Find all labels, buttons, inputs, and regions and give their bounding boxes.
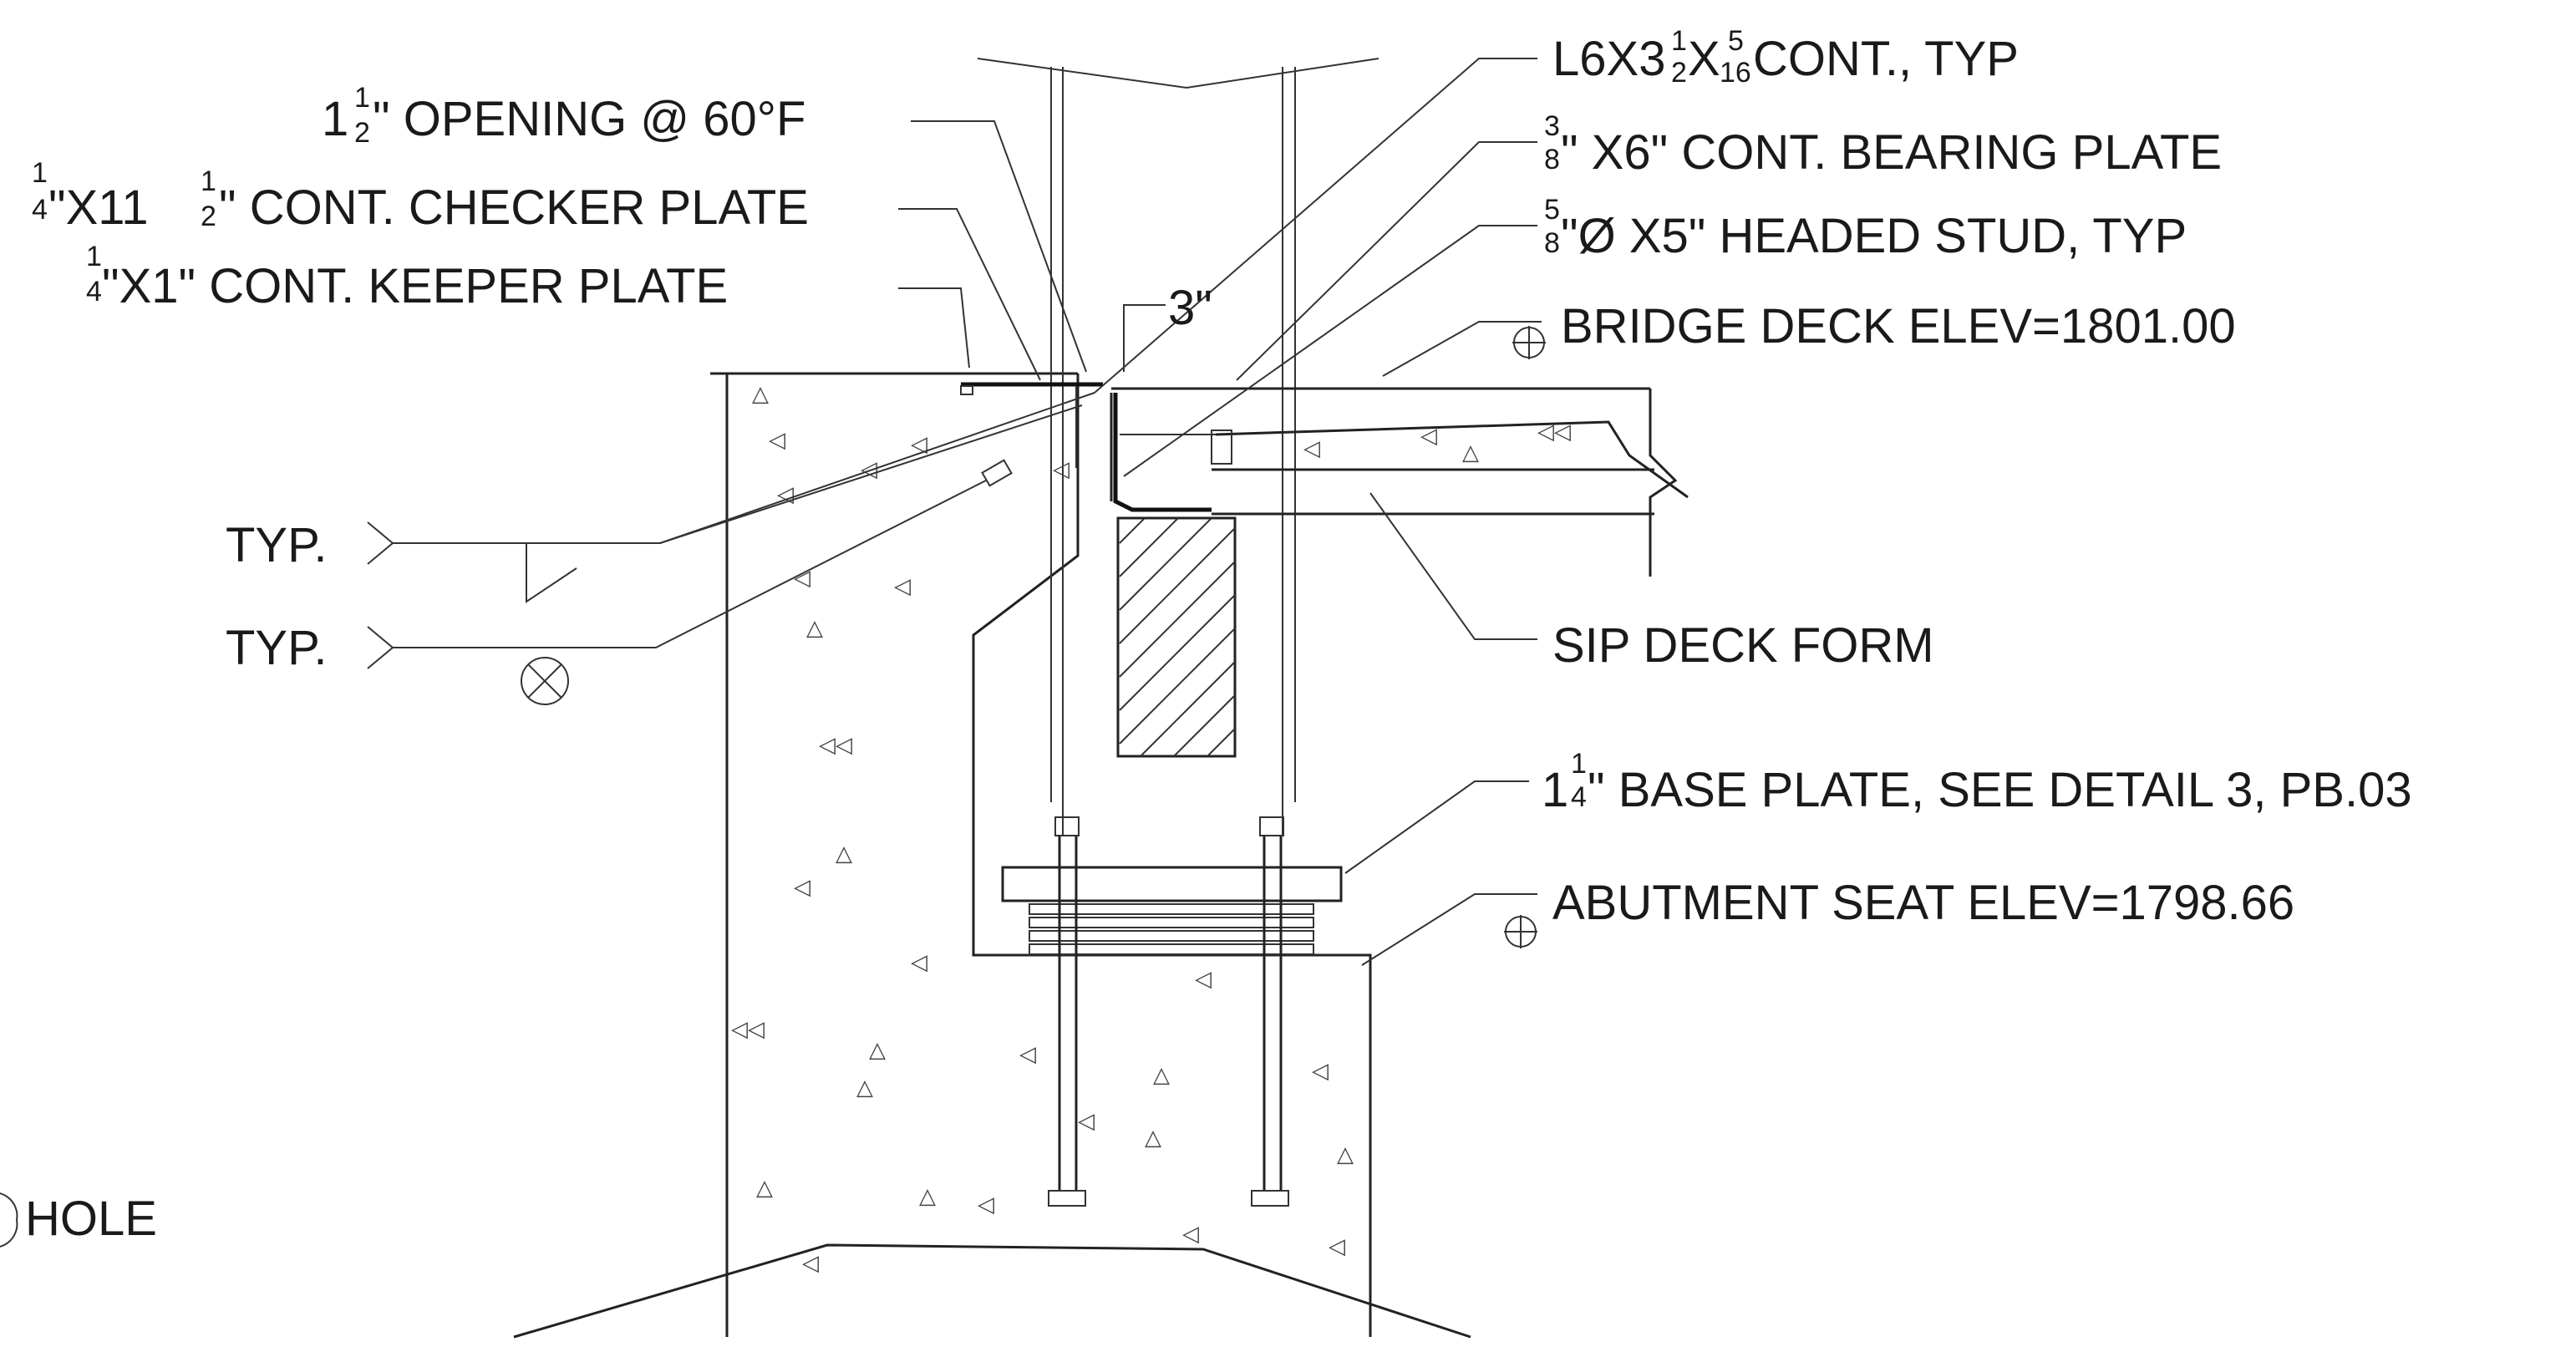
svg-text:△: △ — [756, 1176, 773, 1201]
joint-seal-hatch — [1116, 516, 1237, 758]
keeper-text: "X1" CONT. KEEPER PLATE — [102, 259, 728, 313]
opening-frac-den: 2 — [354, 117, 370, 149]
svg-text:◁: ◁ — [1420, 424, 1437, 449]
base-frac-num: 1 — [1571, 748, 1587, 780]
angle-f2-den: 16 — [1720, 57, 1751, 89]
keeper-frac-den: 4 — [86, 276, 102, 308]
svg-text:◁: ◁ — [769, 428, 785, 453]
bearing-frac-den: 8 — [1544, 144, 1560, 175]
checker-frac-den: 4 — [32, 194, 48, 226]
svg-text:△: △ — [836, 841, 852, 867]
base-frac-den: 4 — [1571, 781, 1587, 813]
hole-callout: HOLE — [0, 1192, 157, 1248]
abutment-seat-elev-label: ABUTMENT SEAT ELEV=1798.66 — [1552, 876, 2294, 930]
base-plate-text: " BASE PLATE, SEE DETAIL 3, PB.03 — [1588, 763, 2412, 817]
stud-frac-num: 5 — [1544, 194, 1560, 226]
svg-text:△: △ — [1337, 1142, 1354, 1167]
opening-text: " OPENING @ 60°F — [373, 92, 805, 146]
svg-text:△: △ — [919, 1184, 936, 1209]
abutment-wall — [513, 372, 1471, 1339]
svg-text:◁: ◁ — [1195, 967, 1212, 992]
svg-text:◁: ◁ — [794, 875, 810, 900]
base-whole: 1 — [1542, 763, 1568, 817]
svg-text:△: △ — [752, 382, 769, 407]
svg-text:◁: ◁ — [894, 574, 911, 599]
stud-frac-den: 8 — [1544, 227, 1560, 259]
typ-label-2: TYP. — [226, 621, 327, 675]
angle-and-studs — [1113, 393, 1232, 512]
svg-text:◁: ◁ — [794, 566, 810, 591]
svg-text:△: △ — [1145, 1126, 1161, 1151]
angle-f2-num: 5 — [1728, 25, 1744, 57]
opening-frac-num: 1 — [354, 82, 370, 114]
svg-text:△: △ — [869, 1038, 886, 1063]
angle-text-rest: CONT., TYP — [1753, 32, 2019, 86]
callout-bearing-plate: 3 8 " X6" CONT. BEARING PLATE — [1544, 110, 2222, 180]
svg-text:◁: ◁ — [911, 432, 927, 457]
bearing-text: " X6" CONT. BEARING PLATE — [1561, 125, 2222, 180]
svg-text:◁: ◁ — [802, 1251, 819, 1276]
svg-text:△: △ — [806, 616, 823, 641]
svg-text:◁◁: ◁◁ — [731, 1017, 765, 1042]
callout-opening: 1 1 2 " OPENING @ 60°F — [322, 82, 805, 149]
callout-base-plate: 1 1 4 " BASE PLATE, SEE DETAIL 3, PB.03 — [1542, 748, 2412, 817]
callout-keeper-plate: 1 4 "X1" CONT. KEEPER PLATE — [86, 241, 728, 313]
svg-text:◁◁: ◁◁ — [819, 733, 852, 758]
svg-text:△: △ — [1462, 440, 1479, 465]
bearing-frac-num: 3 — [1544, 110, 1560, 142]
svg-text:△: △ — [856, 1075, 873, 1100]
typ-label-1: TYP. — [226, 518, 327, 572]
checker-frac-num: 1 — [32, 157, 48, 189]
bridge-deck-elev-label: BRIDGE DECK ELEV=1801.00 — [1561, 299, 2236, 353]
svg-text:◁: ◁ — [1303, 436, 1320, 461]
svg-text:◁: ◁ — [911, 950, 927, 975]
opening-whole: 1 — [322, 92, 348, 146]
leader-lines — [367, 58, 1546, 966]
anchor-bolts — [1048, 816, 1289, 1207]
girder-web — [977, 58, 1379, 836]
checker-frac2-den: 2 — [201, 201, 216, 232]
svg-text:◁: ◁ — [978, 1192, 994, 1217]
callout-headed-stud: 5 8 "Ø X5" HEADED STUD, TYP — [1544, 194, 2187, 263]
hole-label: HOLE — [25, 1192, 157, 1246]
plates-at-joint — [960, 382, 1103, 487]
svg-text:◁: ◁ — [1053, 457, 1070, 482]
svg-text:◁: ◁ — [1182, 1222, 1199, 1247]
checker-mid: "X11 — [48, 180, 148, 235]
angle-x: X — [1688, 32, 1720, 86]
base-plate-and-bearing — [1001, 866, 1343, 955]
callout-checker-plate: 1 4 "X11 1 2 " CONT. CHECKER PLATE — [32, 157, 809, 235]
svg-text:◁: ◁ — [1078, 1109, 1095, 1134]
svg-text:◁◁: ◁◁ — [1537, 419, 1571, 445]
sip-deck-form-label: SIP DECK FORM — [1552, 618, 1934, 673]
keeper-frac-num: 1 — [86, 241, 102, 272]
angle-f1-den: 2 — [1671, 57, 1687, 89]
checker-text: " CONT. CHECKER PLATE — [219, 180, 809, 235]
svg-text:◁: ◁ — [1329, 1234, 1345, 1259]
dimension-3-inch: 3" — [1168, 281, 1212, 335]
svg-text:△: △ — [1153, 1063, 1170, 1088]
angle-text-a: L6X3 — [1552, 32, 1665, 86]
svg-text:◁: ◁ — [1312, 1059, 1329, 1084]
angle-f1-num: 1 — [1671, 25, 1687, 57]
callout-angle: L6X3 1 2 X 5 16 CONT., TYP — [1552, 25, 2019, 89]
stud-text: "Ø X5" HEADED STUD, TYP — [1561, 209, 2187, 263]
bridge-deck-slab — [1110, 387, 1689, 577]
svg-text:◁: ◁ — [1019, 1042, 1036, 1067]
checker-frac2-num: 1 — [201, 165, 216, 197]
concrete-aggregate: △ ◁ ◁ ◁ ◁ ◁ ◁ ◁ △ ◁◁ △ ◁ ◁ ◁◁ △ △ ◁ ◁ △ … — [731, 382, 1571, 1276]
